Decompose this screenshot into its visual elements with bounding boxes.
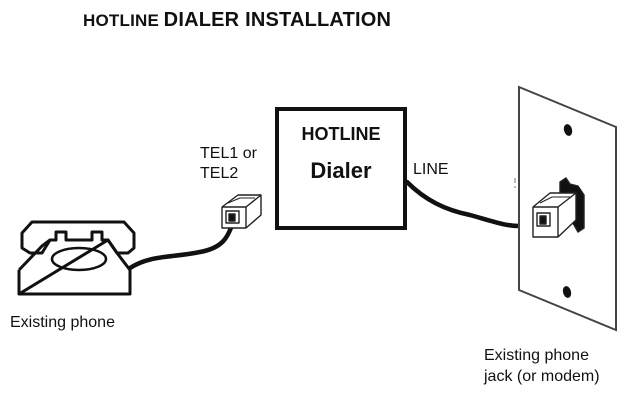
phone-cord	[127, 219, 236, 271]
jack-plug-icon	[532, 177, 585, 238]
tel-port-label-line1: TEL1 or	[200, 145, 257, 162]
title-dialer-installation: DIALER INSTALLATION	[163, 9, 392, 31]
screw-top	[563, 124, 573, 136]
phone-label: Existing phone	[10, 314, 115, 331]
telephone-icon	[17, 220, 136, 296]
jack-label-line2: jack (or modem)	[484, 368, 600, 385]
dialer-label-dialer: Dialer	[310, 158, 372, 183]
diagram-title: HOTLINE DIALER INSTALLATION	[83, 9, 391, 32]
dialer-box	[275, 107, 407, 230]
line-port-label: LINE	[413, 161, 449, 178]
tel-port-label-line2: TEL2	[200, 165, 239, 182]
title-hotline: HOTLINE	[83, 11, 160, 30]
screw-bottom	[562, 286, 572, 298]
dialer-label-hotline: HOTLINE	[301, 124, 381, 144]
jack-label-line1: Existing phone	[484, 347, 589, 364]
rj11-plug-icon	[221, 194, 262, 229]
